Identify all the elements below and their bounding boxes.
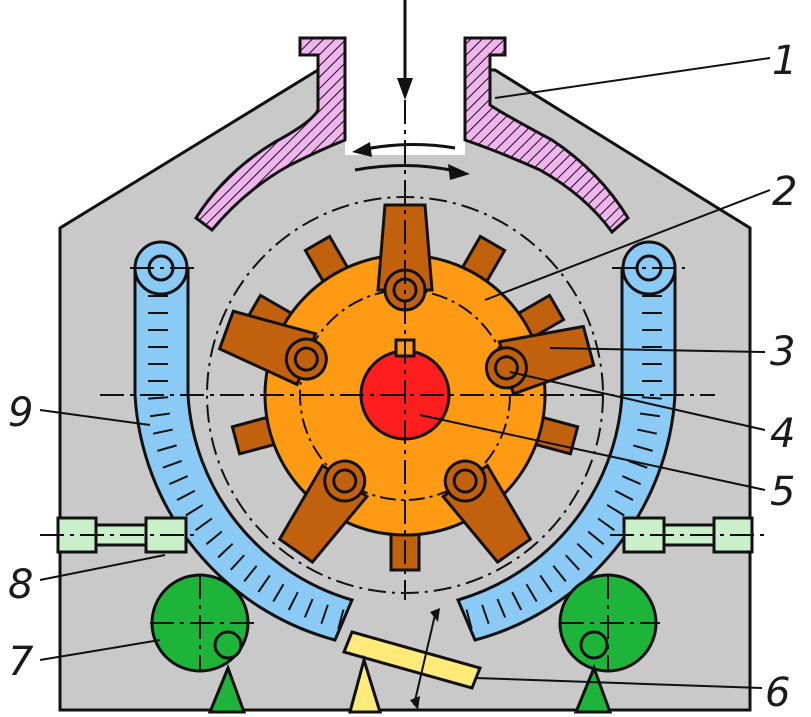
hammer-pin [284,337,328,381]
leader-3 [549,347,766,353]
inlet-liner-left [193,36,347,233]
label-9: 9 [8,390,33,436]
inlet-liner-right [463,36,630,235]
label-7: 7 [8,639,34,685]
hammer-pin [484,346,528,390]
label-4: 4 [770,411,795,457]
leader-4 [509,371,766,431]
grate-right [455,240,677,642]
leader-6 [474,677,763,689]
label-8: 8 [8,562,33,608]
leader-1 [494,57,771,99]
feed-arrowhead [397,78,413,100]
rotation-arrowhead-right [448,164,470,180]
label-1: 1 [772,38,797,84]
leader-5 [419,414,766,491]
label-2: 2 [772,169,797,215]
label-5: 5 [770,469,795,515]
leader-2 [484,189,771,301]
flap-motion-arrow [413,614,436,706]
hammer-pin [443,459,487,503]
label-6: 6 [765,670,790,716]
label-3: 3 [770,329,795,375]
rotation-arrowhead-left [352,142,372,157]
leader-8 [39,554,166,581]
leader-7 [39,639,161,661]
grate-right-body [455,268,677,642]
leader-lines [39,57,771,689]
grate-left-body [133,268,355,642]
grate-left [133,240,355,642]
hammer-pin [323,459,367,503]
discharge-flap [341,630,483,714]
leader-9 [39,409,151,426]
